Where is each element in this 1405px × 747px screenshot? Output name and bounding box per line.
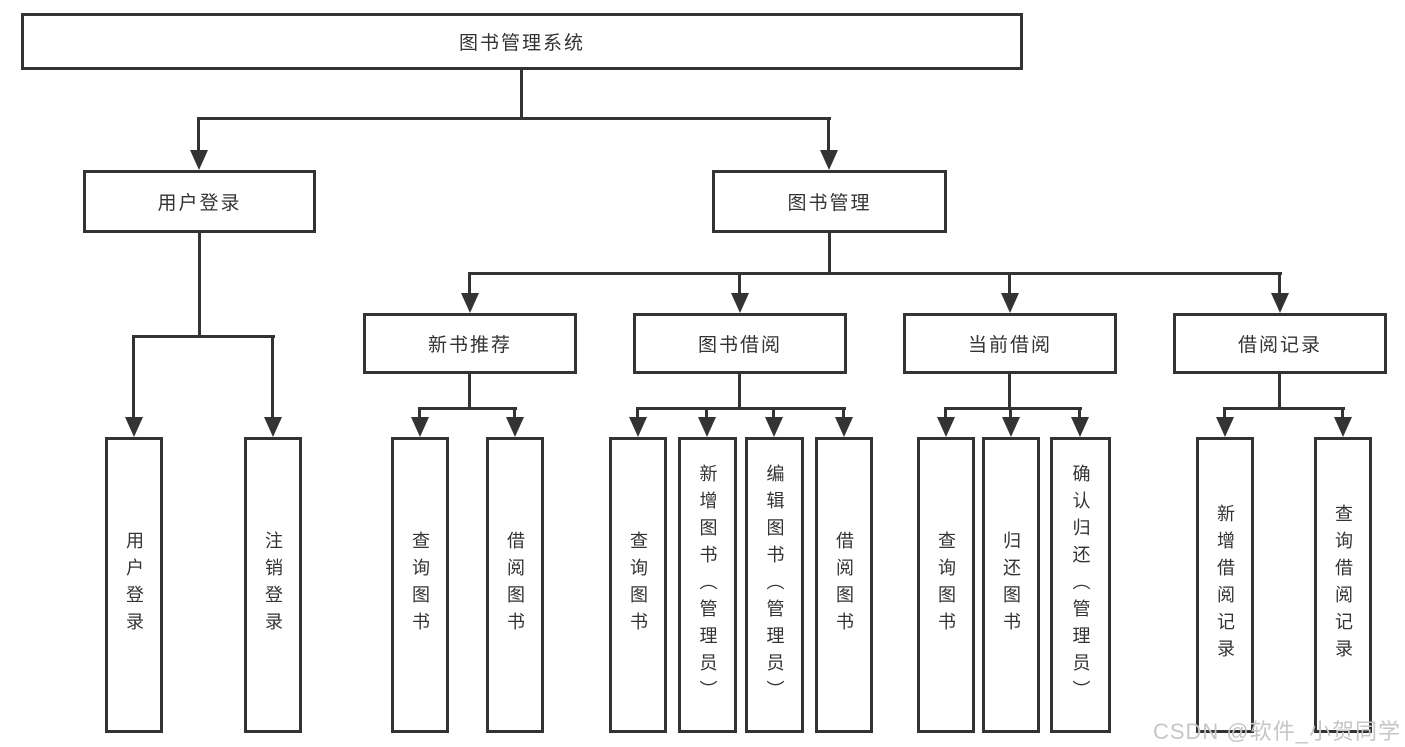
arrowhead-down-icon xyxy=(1334,417,1352,437)
node-borrowing-records: 借阅记录 xyxy=(1173,313,1387,374)
node-edit-books-admin: 编辑图书（管理员） xyxy=(745,437,804,733)
arrowhead-down-icon xyxy=(820,150,838,170)
node-new-book-recommendation: 新书推荐 xyxy=(363,313,577,374)
node-logout: 注销登录 xyxy=(244,437,302,733)
node-confirm-return-admin: 确认归还（管理员） xyxy=(1050,437,1111,733)
node-query-borrow-record: 查询借阅记录 xyxy=(1314,437,1372,733)
connector-line xyxy=(705,407,708,421)
arrowhead-down-icon xyxy=(1216,417,1234,437)
connector-line xyxy=(1341,407,1344,421)
connector-line xyxy=(1078,407,1081,421)
node-user-login-module: 用户登录 xyxy=(83,170,316,233)
connector-line xyxy=(198,233,201,335)
arrowhead-down-icon xyxy=(125,417,143,437)
node-current-borrowing: 当前借阅 xyxy=(903,313,1117,374)
connector-line xyxy=(418,407,421,421)
node-user-login: 用户登录 xyxy=(105,437,163,733)
node-query-books: 查询图书 xyxy=(917,437,975,733)
csdn-watermark: CSDN @软件_小贺同学 xyxy=(1152,719,1401,744)
connector-line xyxy=(513,407,516,421)
arrowhead-down-icon xyxy=(629,417,647,437)
arrowhead-down-icon xyxy=(461,293,479,313)
connector-line xyxy=(197,117,200,153)
arrowhead-down-icon xyxy=(264,417,282,437)
arrowhead-down-icon xyxy=(731,293,749,313)
connector-line xyxy=(1223,407,1345,410)
connector-line xyxy=(132,335,275,338)
node-library-management-system: 图书管理系统 xyxy=(21,13,1023,70)
connector-line xyxy=(520,70,523,117)
connector-line xyxy=(944,407,1082,410)
connector-line xyxy=(1008,374,1011,407)
connector-line xyxy=(636,407,846,410)
connector-line xyxy=(271,335,274,419)
node-book-management-module: 图书管理 xyxy=(712,170,947,233)
node-borrow-books: 借阅图书 xyxy=(486,437,544,733)
arrowhead-down-icon xyxy=(937,417,955,437)
connector-line xyxy=(944,407,947,421)
arrowhead-down-icon xyxy=(765,417,783,437)
node-book-borrowing: 图书借阅 xyxy=(633,313,847,374)
connector-line xyxy=(468,374,471,407)
arrowhead-down-icon xyxy=(190,150,208,170)
connector-line xyxy=(827,117,830,153)
connector-line xyxy=(1278,272,1281,297)
node-return-books: 归还图书 xyxy=(982,437,1040,733)
arrowhead-down-icon xyxy=(1271,293,1289,313)
connector-line xyxy=(1278,374,1281,407)
connector-line xyxy=(636,407,639,421)
node-borrow-books: 借阅图书 xyxy=(815,437,873,733)
node-add-borrow-record: 新增借阅记录 xyxy=(1196,437,1254,733)
arrowhead-down-icon xyxy=(1001,293,1019,313)
node-query-books: 查询图书 xyxy=(391,437,449,733)
connector-line xyxy=(738,272,741,297)
arrowhead-down-icon xyxy=(1071,417,1089,437)
arrowhead-down-icon xyxy=(698,417,716,437)
connector-line xyxy=(772,407,775,421)
connector-line xyxy=(828,233,831,272)
connector-line xyxy=(1009,407,1012,421)
connector-line xyxy=(1008,272,1011,297)
connector-line xyxy=(418,407,517,410)
connector-line xyxy=(738,374,741,407)
arrowhead-down-icon xyxy=(835,417,853,437)
arrowhead-down-icon xyxy=(506,417,524,437)
arrowhead-down-icon xyxy=(1002,417,1020,437)
node-add-books-admin: 新增图书（管理员） xyxy=(678,437,737,733)
connector-line xyxy=(468,272,471,297)
connector-line xyxy=(842,407,845,421)
connector-line xyxy=(197,117,831,120)
connector-line xyxy=(1223,407,1226,421)
connector-line xyxy=(468,272,1282,275)
arrowhead-down-icon xyxy=(411,417,429,437)
node-query-books: 查询图书 xyxy=(609,437,667,733)
connector-line xyxy=(132,335,135,419)
